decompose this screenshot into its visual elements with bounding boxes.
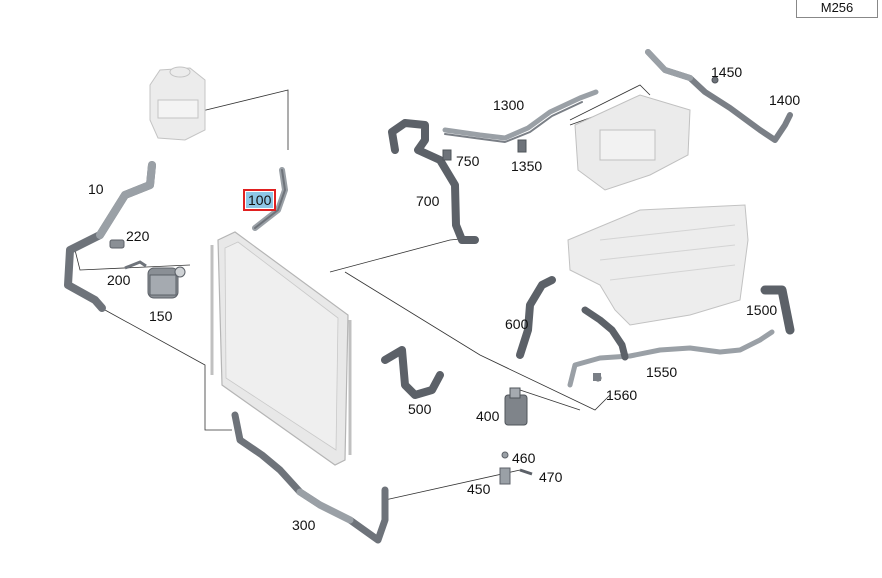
callout-100[interactable]: 100 (242, 189, 277, 211)
callout-1560[interactable]: 1560 (606, 387, 638, 403)
callout-220[interactable]: 220 (126, 228, 150, 244)
model-code-box: M256 (796, 0, 878, 18)
callout-500[interactable]: 500 (408, 401, 432, 417)
valve-unit (504, 387, 528, 426)
callout-1500[interactable]: 1500 (746, 302, 778, 318)
water-pump (147, 266, 186, 299)
callout-1550[interactable]: 1550 (646, 364, 678, 380)
callout-10[interactable]: 10 (88, 181, 104, 197)
callout-1350[interactable]: 1350 (511, 158, 543, 174)
bracket-parts (499, 451, 533, 485)
callout-750[interactable]: 750 (456, 153, 480, 169)
connector-1560 (593, 373, 601, 381)
callout-600[interactable]: 600 (505, 316, 529, 332)
intercooler-upper (574, 94, 691, 191)
callout-1450[interactable]: 1450 (711, 64, 743, 80)
callout-470[interactable]: 470 (539, 469, 563, 485)
callout-460[interactable]: 460 (512, 450, 536, 466)
callout-400[interactable]: 400 (476, 408, 500, 424)
radiator (210, 231, 352, 466)
small-fittings (109, 239, 147, 270)
callout-1400[interactable]: 1400 (769, 92, 801, 108)
callout-150[interactable]: 150 (149, 308, 173, 324)
expansion-tank (149, 66, 206, 141)
callout-450[interactable]: 450 (467, 481, 491, 497)
intake-manifold (567, 204, 749, 326)
hoses (64, 49, 795, 544)
callout-200[interactable]: 200 (107, 272, 131, 288)
callout-300[interactable]: 300 (292, 517, 316, 533)
callout-1300[interactable]: 1300 (493, 97, 525, 113)
callout-700[interactable]: 700 (416, 193, 440, 209)
